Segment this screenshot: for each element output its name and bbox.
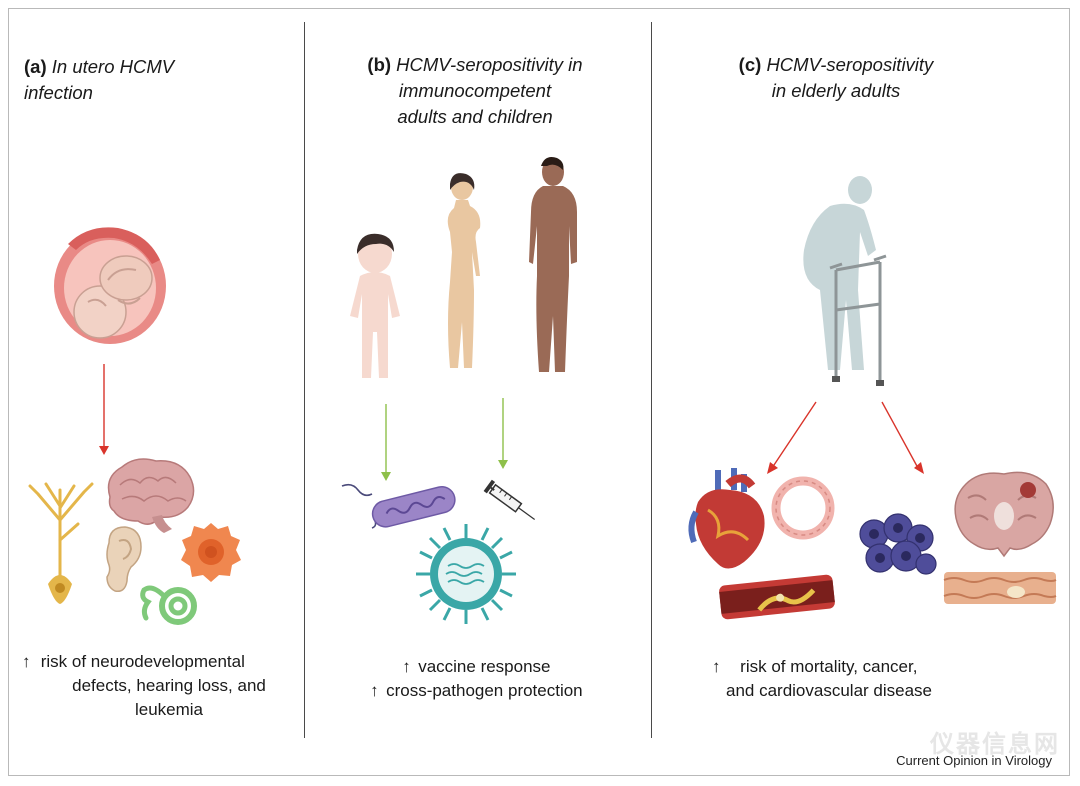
cell-icon [178, 520, 244, 584]
up-arrow-icon: ↑ [22, 650, 36, 674]
figure-credit: Current Opinion in Virology [896, 753, 1052, 768]
cochlea-icon [138, 580, 204, 630]
adult-female-icon [440, 172, 490, 372]
up-arrow-icon: ↑ [367, 679, 381, 703]
panel-c-caption: ↑ risk of mortality, cancer, and cardiov… [712, 655, 1002, 703]
arrow-c-left [764, 398, 820, 478]
panel-c-caption-line-2: and cardiovascular disease [726, 679, 1002, 703]
up-arrow-icon: ↑ [399, 655, 413, 679]
panel-a-title-text: In utero HCMV infection [24, 56, 174, 103]
child-icon [342, 232, 408, 382]
arrow-b-left [380, 404, 392, 482]
arrow-c-right [878, 398, 928, 478]
fetus-in-uterus-icon [48, 220, 178, 350]
heart-icon [688, 466, 772, 576]
panel-a-caption-line-2: defects, hearing loss, and [44, 674, 294, 698]
panel-b-title: (b) HCMV-seropositivity in immunocompete… [330, 52, 620, 130]
artery-plaque-icon [718, 572, 836, 622]
panel-b-caption: ↑ vaccine response ↑ cross-pathogen prot… [340, 655, 610, 703]
arrow-b-right [497, 398, 509, 470]
cancer-cells-icon [856, 512, 936, 582]
arrow-a [98, 364, 110, 456]
up-arrow-icon: ↑ [712, 655, 726, 679]
panel-b-caption-line-2: ↑ cross-pathogen protection [340, 679, 610, 703]
panel-a-label: (a) [24, 56, 47, 77]
divider-a-b [304, 22, 305, 738]
panel-a-caption: ↑ risk of neurodevelopmental defects, he… [22, 650, 292, 722]
panel-c-caption-line-1: ↑ risk of mortality, cancer, [712, 655, 1002, 679]
panel-c-label: (c) [739, 54, 762, 75]
blood-vessel-icon [770, 475, 836, 541]
elderly-walker-icon [790, 170, 900, 390]
brain-section-icon [950, 468, 1058, 560]
panel-a-caption-line-3: leukemia [44, 698, 294, 722]
virus-icon [414, 522, 518, 626]
colon-section-icon [942, 570, 1058, 606]
syringe-icon [482, 478, 542, 528]
divider-b-c [651, 22, 652, 738]
neuron-icon [24, 480, 94, 610]
adult-male-icon [525, 156, 585, 376]
panel-a-title: (a) In utero HCMV infection [24, 54, 214, 106]
panel-a-caption-line-1: ↑ risk of neurodevelopmental [22, 650, 292, 674]
panel-c-title: (c) HCMV-seropositivity in elderly adult… [706, 52, 966, 104]
panel-b-caption-line-1: ↑ vaccine response [340, 655, 610, 679]
panel-b-label: (b) [367, 54, 391, 75]
